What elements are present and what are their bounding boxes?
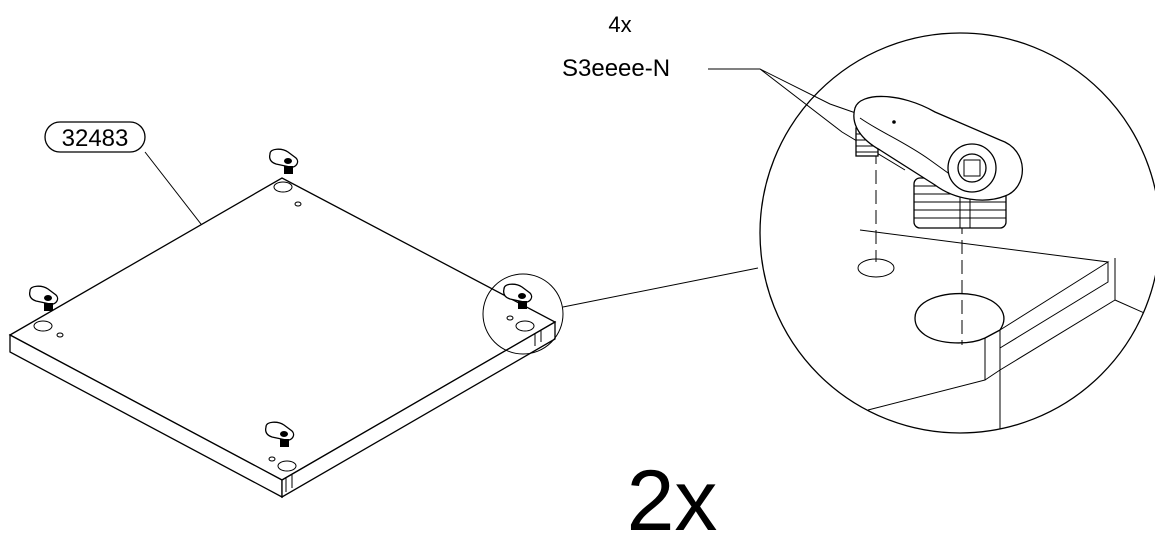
board-quantity-label: 2x xyxy=(627,453,718,537)
detail-leader xyxy=(562,267,759,308)
cam-lock-connector-icon xyxy=(503,283,533,309)
part-number-label: 32483 xyxy=(62,125,129,152)
hole-small xyxy=(56,332,64,338)
hole-small xyxy=(506,315,514,321)
board-holes xyxy=(33,181,535,472)
detail-view xyxy=(759,32,1155,434)
hole-large xyxy=(515,320,535,332)
cam-lock-connector-icon xyxy=(269,148,299,174)
connector-code-label: S3eeee-N xyxy=(562,55,670,82)
detail-circle xyxy=(759,32,1155,434)
cam-lock-connector-icon xyxy=(29,285,59,311)
detail-large-hole xyxy=(914,292,1005,344)
detail-board-edge xyxy=(867,258,1155,433)
part-number-frame xyxy=(44,121,146,153)
detail-marker-circle xyxy=(482,273,564,355)
board-notch-right xyxy=(534,330,542,346)
board-right-edge xyxy=(281,320,556,499)
detail-cam-lock xyxy=(853,95,1024,201)
board-notch-bottom xyxy=(285,474,293,492)
cam-lock-connector-icon xyxy=(265,421,295,447)
connector-code-leader xyxy=(708,68,906,171)
board-panel xyxy=(8,177,557,499)
hole-small xyxy=(294,201,302,207)
part-number-callout: 32483 xyxy=(44,121,146,153)
connector-quantity-label: 4x xyxy=(608,12,631,37)
hole-large xyxy=(33,320,53,332)
hole-small xyxy=(268,456,276,462)
hole-large xyxy=(273,181,293,193)
hole-large xyxy=(277,460,297,472)
